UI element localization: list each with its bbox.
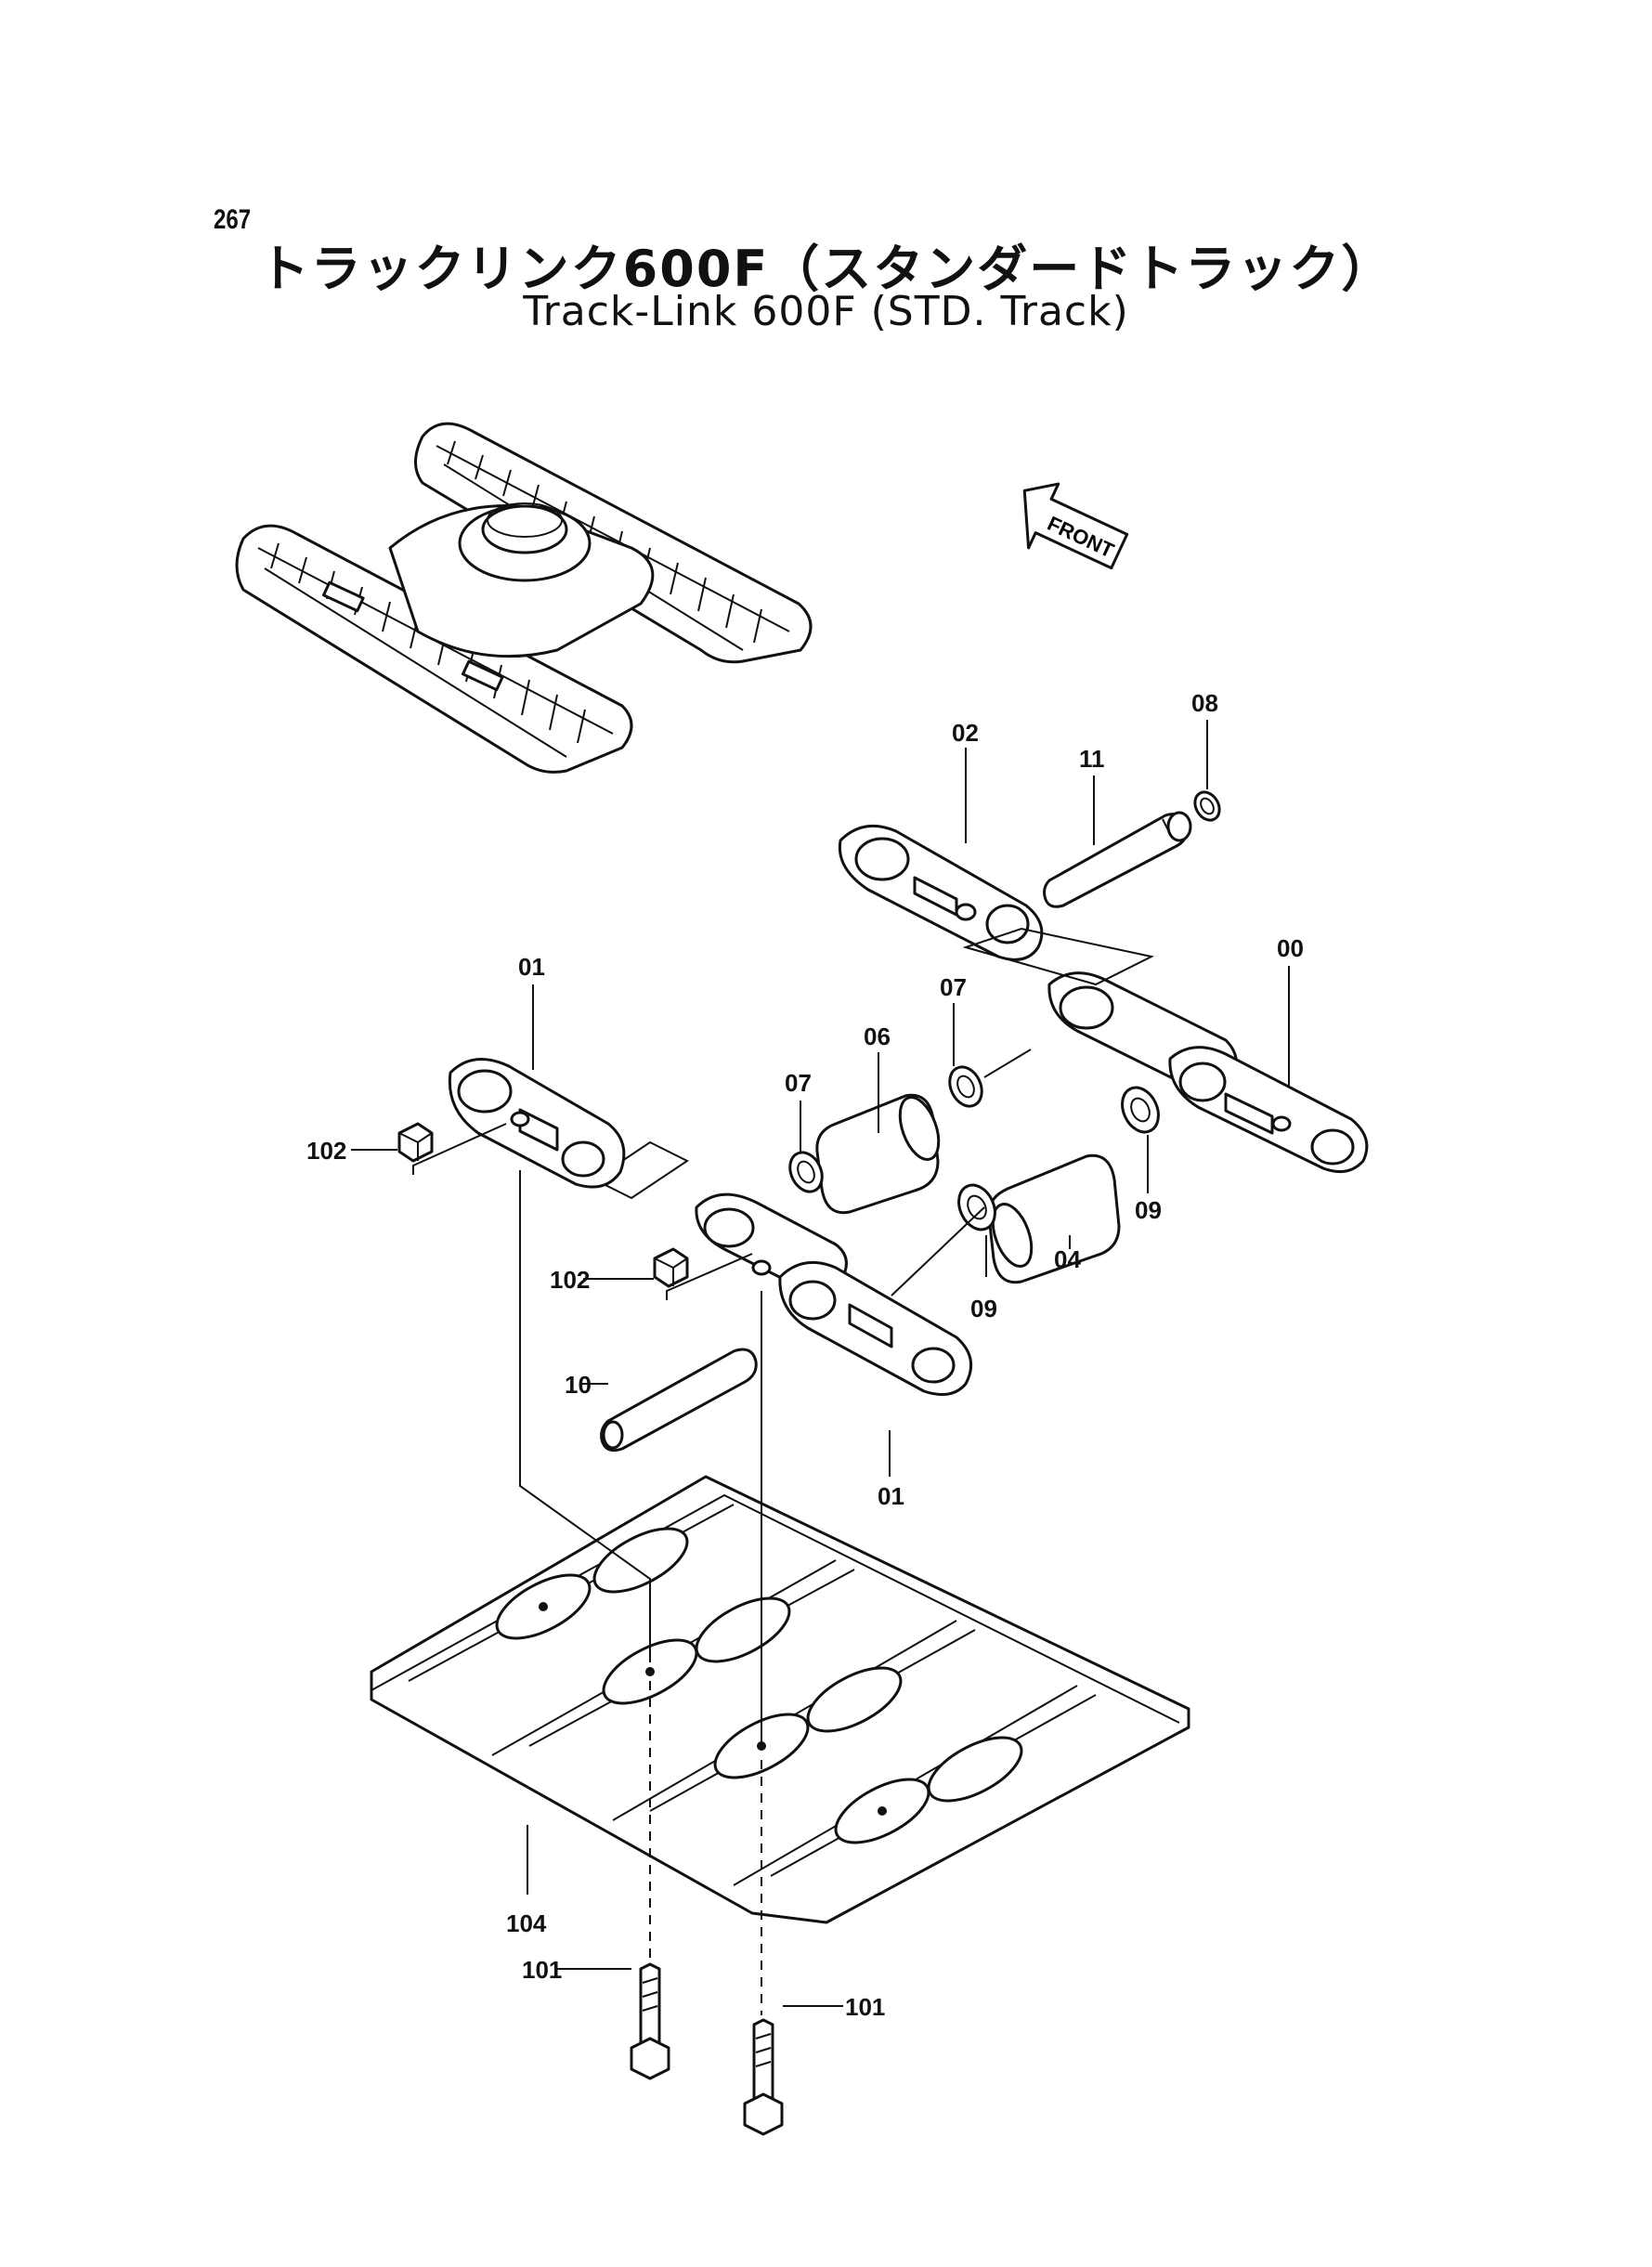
- callout-04: 04: [1054, 1245, 1081, 1273]
- callout-104: 104: [506, 1909, 547, 1937]
- front-arrow: FRONT: [1022, 482, 1129, 570]
- part-102-nut-a: [397, 1122, 434, 1163]
- callout-11: 11: [1079, 745, 1105, 773]
- part-08-snap-ring: [1193, 790, 1221, 822]
- callout-08: 08: [1191, 689, 1218, 717]
- part-09-seal-a: [957, 1183, 996, 1231]
- callout-07-left: 07: [785, 1069, 812, 1097]
- callout-09-right: 09: [1135, 1196, 1162, 1224]
- part-09-seal-b: [1121, 1086, 1160, 1134]
- callout-02: 02: [952, 719, 979, 747]
- callout-09-left: 09: [970, 1295, 997, 1322]
- callout-01-bottom: 01: [878, 1482, 904, 1510]
- part-07-seal-a: [788, 1151, 824, 1193]
- part-02-link: [838, 824, 1044, 961]
- part-04-bushing: [987, 1153, 1121, 1284]
- part-01-link-center: [695, 1192, 973, 1397]
- part-101-bolt-a: [630, 1962, 670, 2080]
- callout-labels: 00 01 01 02 04 06 07 07 08 09 09 10 11 1…: [306, 689, 1304, 2021]
- callout-07-right: 07: [940, 973, 967, 1001]
- part-102-nut-b: [653, 1247, 689, 1288]
- callout-101-right: 101: [845, 1993, 885, 2021]
- page-number: 267: [214, 204, 252, 235]
- callout-01-top: 01: [518, 953, 545, 981]
- engagement-outline-left: [592, 1140, 689, 1200]
- callout-101-left: 101: [522, 1956, 562, 1984]
- callout-06: 06: [864, 1023, 891, 1050]
- callout-00: 00: [1277, 934, 1304, 962]
- leader-lines: [351, 720, 1290, 2015]
- part-00-master-link: [1047, 971, 1369, 1174]
- part-07-seal-b: [948, 1065, 983, 1108]
- part-101-bolt-b: [743, 2018, 784, 2136]
- undercarriage-overview: [235, 422, 813, 774]
- part-104-track-shoes: [370, 1475, 1190, 1924]
- callout-10: 10: [565, 1371, 592, 1399]
- engagement-outline-upper: [962, 927, 1154, 986]
- callout-102-center: 102: [550, 1266, 590, 1294]
- title-english: Track-Link 600F (STD. Track): [523, 288, 1129, 335]
- title-japanese: トラックリンク600F（スタンダードトラック）: [258, 240, 1394, 298]
- part-01-link-left: [448, 1057, 626, 1189]
- part-10-pin: [600, 1348, 758, 1453]
- callout-102-left: 102: [306, 1137, 346, 1165]
- part-06-bushing: [815, 1093, 941, 1215]
- part-11-pin: [1043, 811, 1192, 908]
